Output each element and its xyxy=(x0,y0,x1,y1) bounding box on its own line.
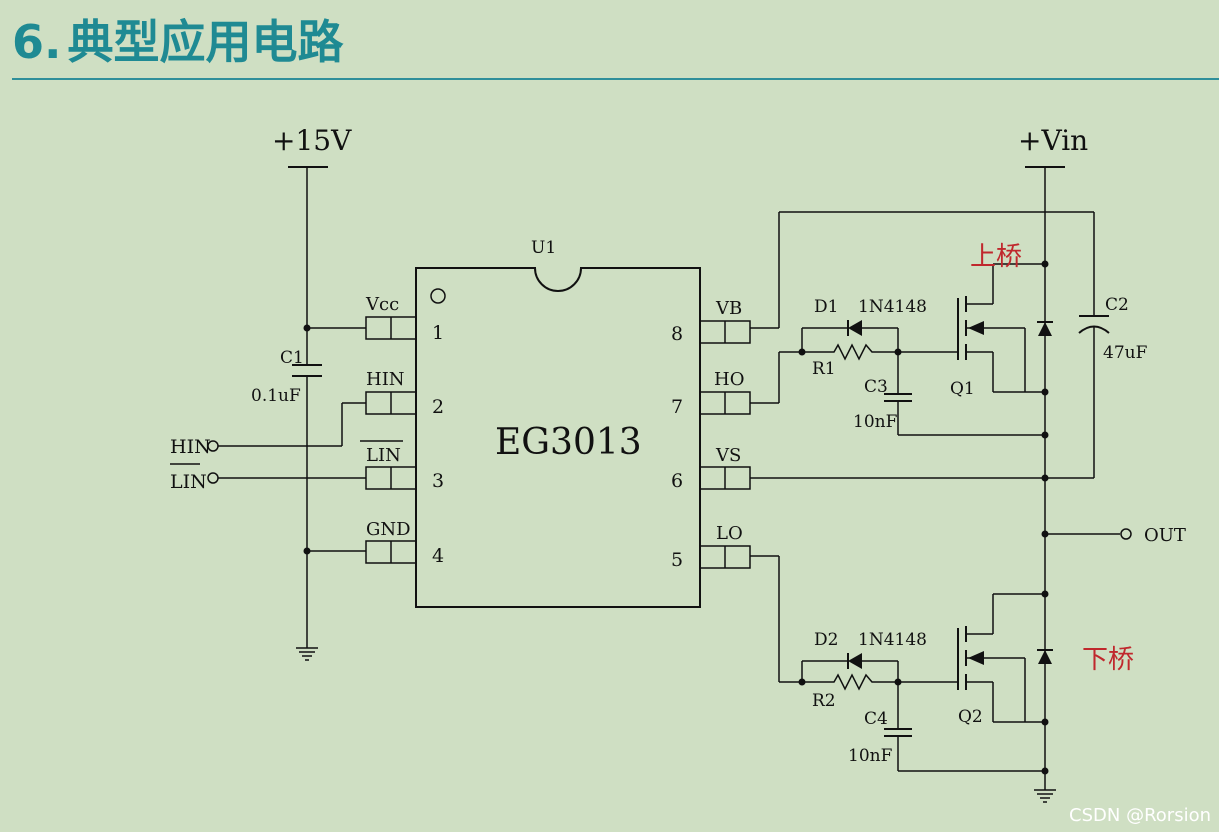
ground-symbol-right xyxy=(1034,789,1056,803)
hin-input-label: HIN xyxy=(170,436,211,458)
c1-name: C1 xyxy=(280,348,304,368)
diode-d1: D1 1N4148 xyxy=(801,297,927,352)
pin-2-number: 2 xyxy=(432,396,444,418)
r1-name: R1 xyxy=(812,359,836,379)
upper-bridge-label: 上桥 xyxy=(970,242,1022,272)
q2-name: Q2 xyxy=(958,707,983,727)
capacitor-c2: C2 47uF xyxy=(1078,212,1148,478)
pin-ho: HO 7 xyxy=(671,369,751,418)
pin-1-number: 1 xyxy=(432,322,444,344)
page-title: 6. 典型应用电路 xyxy=(12,6,343,72)
capacitor-c4: C4 10nF xyxy=(848,682,1045,772)
ic-u1: U1 EG3013 xyxy=(415,238,701,608)
supply-vin: +Vin xyxy=(1018,124,1088,790)
pin-vb: VB 8 xyxy=(671,298,751,345)
c3-value: 10nF xyxy=(853,412,898,432)
ic-designator: U1 xyxy=(531,238,556,258)
mosfet-q1: Q1 xyxy=(950,260,1053,399)
pin-gnd-label: GND xyxy=(366,519,411,540)
lower-bridge-label: 下桥 xyxy=(1082,645,1134,675)
pin-lin-label: LIN xyxy=(366,445,401,466)
lin-input: LIN xyxy=(170,463,366,493)
title-text: 典型应用电路 xyxy=(67,15,344,69)
capacitor-c1: C1 0.1uF xyxy=(251,348,322,406)
ic-part-number: EG3013 xyxy=(495,422,642,463)
d2-name: D2 xyxy=(814,630,838,650)
d2-value: 1N4148 xyxy=(858,630,927,650)
title-number: 6. xyxy=(12,15,62,69)
lin-input-label: LIN xyxy=(170,471,207,493)
capacitor-c3: C3 10nF xyxy=(853,352,1045,436)
pin-5-number: 5 xyxy=(671,549,683,571)
pin-vb-label: VB xyxy=(715,298,742,319)
title-divider xyxy=(12,78,1219,80)
supply-15v-label: +15V xyxy=(272,124,352,157)
pin-vcc: Vcc 1 xyxy=(365,294,444,344)
pin-vs: VS 6 xyxy=(671,445,751,492)
c1-value: 0.1uF xyxy=(251,386,301,406)
pin-vs-label: VS xyxy=(715,445,741,466)
q1-name: Q1 xyxy=(950,379,975,399)
pin-lo: LO 5 xyxy=(671,523,751,571)
pin-3-number: 3 xyxy=(432,470,444,492)
c2-value: 47uF xyxy=(1103,343,1148,363)
output-terminal: OUT xyxy=(1041,525,1186,546)
pin-hin: HIN 2 xyxy=(365,369,444,418)
pin-vcc-label: Vcc xyxy=(365,294,399,315)
pin-lo-label: LO xyxy=(716,523,743,544)
c4-name: C4 xyxy=(864,709,888,729)
supply-vin-label: +Vin xyxy=(1018,124,1088,157)
c2-name: C2 xyxy=(1105,295,1129,315)
watermark: CSDN @Rorsion xyxy=(1069,805,1211,826)
pin-hin-label: HIN xyxy=(366,369,405,390)
resistor-r2: R2 xyxy=(802,673,898,711)
pin-8-number: 8 xyxy=(671,323,683,345)
pin-6-number: 6 xyxy=(671,470,683,492)
supply-15v: +15V xyxy=(272,124,352,648)
c4-value: 10nF xyxy=(848,746,893,766)
out-label: OUT xyxy=(1144,525,1186,546)
ground-symbol-left xyxy=(296,647,318,661)
r2-name: R2 xyxy=(812,691,836,711)
pin-7-number: 7 xyxy=(671,396,683,418)
mosfet-q2: Q2 xyxy=(957,590,1053,727)
hin-input: HIN xyxy=(170,402,366,458)
pin-ho-label: HO xyxy=(714,369,744,390)
d1-name: D1 xyxy=(814,297,838,317)
resistor-r1: R1 xyxy=(802,343,898,379)
pin-4-number: 4 xyxy=(432,545,444,567)
pin-lin: LIN 3 xyxy=(360,440,444,492)
diode-d2: D2 1N4148 xyxy=(801,630,927,682)
c3-name: C3 xyxy=(864,377,888,397)
pin-gnd: GND 4 xyxy=(365,519,444,567)
d1-value: 1N4148 xyxy=(858,297,927,317)
